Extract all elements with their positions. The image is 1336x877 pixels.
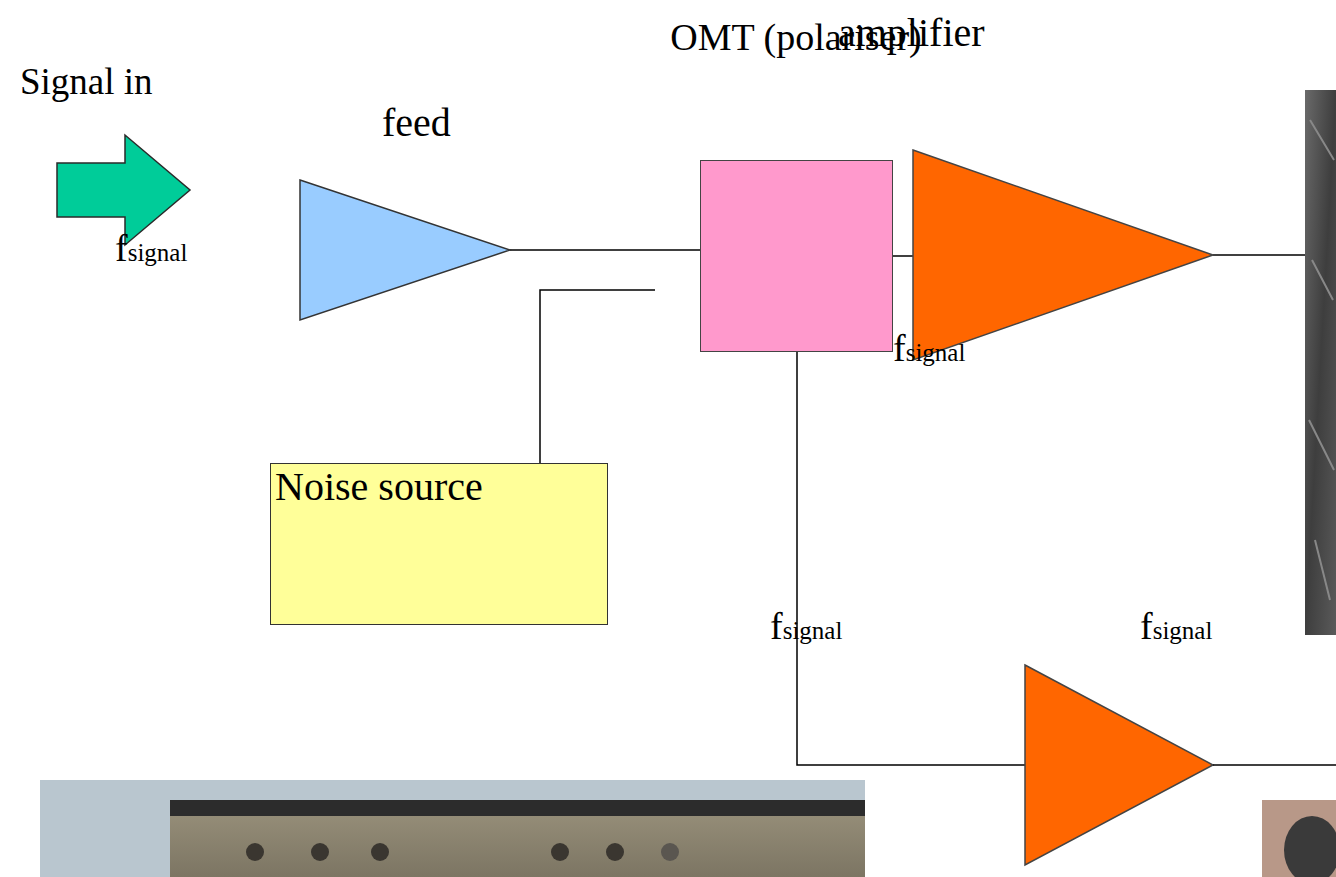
frequency-label: fsignal [893, 328, 965, 370]
frequency-label: fsignal [115, 228, 187, 270]
photo-block-edge [170, 800, 865, 816]
photo-block [170, 800, 865, 877]
signal-wire [893, 255, 913, 257]
triangle-fill [300, 180, 510, 320]
frequency-label: fsignal [1140, 606, 1212, 648]
triangle-outline [913, 150, 1213, 360]
component-name: amplifier [838, 10, 985, 56]
output-wire [1213, 764, 1336, 766]
photo-strip [1305, 90, 1336, 635]
signal-label: Signal in [20, 62, 153, 103]
photo-hole [371, 843, 389, 861]
signal-wire [797, 352, 1025, 765]
photo-hole [311, 843, 329, 861]
triangle-symbol: feed [300, 180, 510, 320]
amplifier-symbol [1025, 665, 1213, 865]
coupling-wire [540, 290, 655, 463]
triangle-outline [300, 180, 510, 320]
photo-hole [606, 843, 624, 861]
frequency-label: fsignal [770, 606, 842, 648]
photo-background [40, 780, 865, 877]
photo-hole [551, 843, 569, 861]
photo-hole [246, 843, 264, 861]
component-box: OMT (polariser) [700, 160, 893, 352]
component-box: Noise source [270, 463, 608, 625]
box-label: Noise source [275, 464, 483, 510]
photo-texture [1309, 120, 1334, 600]
signal-wire [510, 249, 700, 251]
component-name: feed [382, 100, 451, 146]
photo-hole [661, 843, 679, 861]
output-wire [1213, 254, 1305, 256]
triangle-symbol: amplifier [913, 150, 1213, 360]
triangle-fill [913, 150, 1213, 360]
photo-object [1284, 816, 1336, 877]
